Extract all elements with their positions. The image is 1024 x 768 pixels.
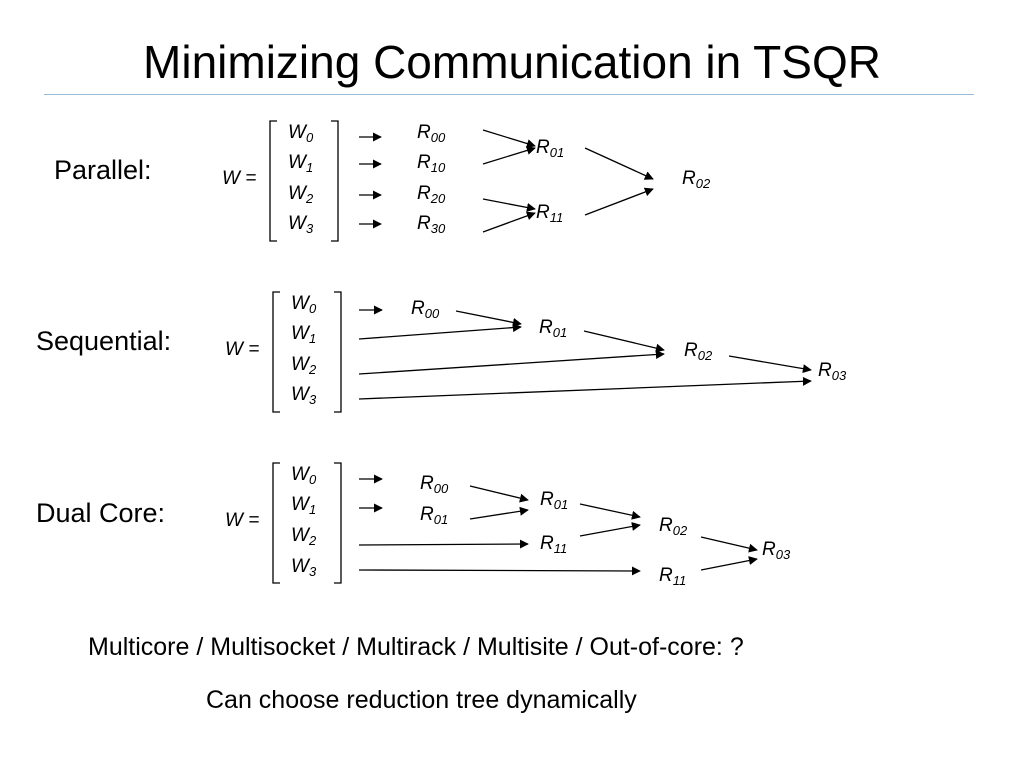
sequential-w2: W2 [291,354,317,377]
sequential-arrow-r00-r01 [455,310,522,327]
dual-core-r11-mid: R11 [540,533,568,556]
footer-question: Multicore / Multisocket / Multirack / Mu… [88,633,744,661]
dual-core-right-bracket [334,462,342,584]
sequential-w-equals: W = [225,339,260,360]
sequential-r03: R03 [818,360,847,383]
dual-core-label: Dual Core: [36,498,166,528]
sequential-arrow-w2-r02 [358,350,665,375]
parallel-w3: W3 [288,213,314,236]
sequential-left-bracket [272,291,280,413]
parallel-right-bracket [331,120,339,242]
dual-core-arrow-w2-r11 [358,539,529,549]
sequential-w3: W3 [291,384,317,407]
dual-core-arrow-w3-r11 [358,566,641,576]
dual-core-w0: W0 [291,464,317,487]
parallel-arrow-r30-r11 [482,211,536,233]
dual-core-r02: R02 [659,515,688,538]
parallel-label: Parallel: [54,155,152,185]
title-divider [44,94,974,95]
parallel-w0: W0 [288,122,314,145]
parallel-r30: R30 [417,213,446,236]
sequential-arrow-w3-r03 [358,376,812,400]
parallel-r20: R20 [417,183,446,206]
dual-core-arrow-r11-r02 [579,522,641,537]
sequential-r00: R00 [411,298,440,321]
dual-core-r01-mid: R01 [540,489,569,512]
parallel-w2: W2 [288,183,314,206]
parallel-left-bracket [269,120,277,242]
parallel-r00: R00 [417,122,446,145]
dual-core-w-equals: W = [225,510,260,531]
sequential-arrow-r02-r03 [728,355,812,374]
sequential-right-bracket [334,291,342,413]
sequential-r01: R01 [539,317,568,340]
dual-core-arrow-r02-r03 [700,536,758,553]
parallel-r01: R01 [536,137,565,160]
dual-core-arrow-r00-r01 [469,485,529,503]
parallel-w1: W1 [288,152,314,175]
parallel-arrow-r20-r11 [482,198,536,212]
slide-title: Minimizing Communication in TSQR [143,36,881,88]
dual-core-arrow-r11-r03 [700,556,758,571]
parallel-r11: R11 [536,202,564,225]
sequential-r02: R02 [684,340,713,363]
sequential-w0: W0 [291,293,317,316]
dual-core-r11-right: R11 [659,565,687,588]
sequential-w1: W1 [291,323,317,346]
dual-core-w3: W3 [291,556,317,579]
dual-core-r00: R00 [420,473,449,496]
parallel-arrow-r10-r01 [482,146,536,165]
dual-core-r03: R03 [762,539,791,562]
dual-core-arrow-r01-r02 [579,503,641,520]
parallel-r10: R10 [417,152,446,175]
dual-core-w1: W1 [291,494,317,517]
parallel-arrow-r11-r02 [584,187,654,216]
sequential-label: Sequential: [36,326,172,356]
parallel-r02: R02 [682,168,711,191]
parallel-arrow-r01-r02 [584,147,654,180]
sequential-arrow-r01-r02 [583,330,665,353]
dual-core-r01-left: R01 [420,504,449,527]
sequential-arrow-w1-r01 [358,323,522,340]
parallel-arrow-r00-r01 [482,129,536,148]
dual-core-w2: W2 [291,525,317,548]
footer-note: Can choose reduction tree dynamically [206,686,637,714]
dual-core-left-bracket [272,462,280,584]
parallel-w-equals: W = [222,168,257,189]
dual-core-arrow-r01-r01 [469,506,529,520]
